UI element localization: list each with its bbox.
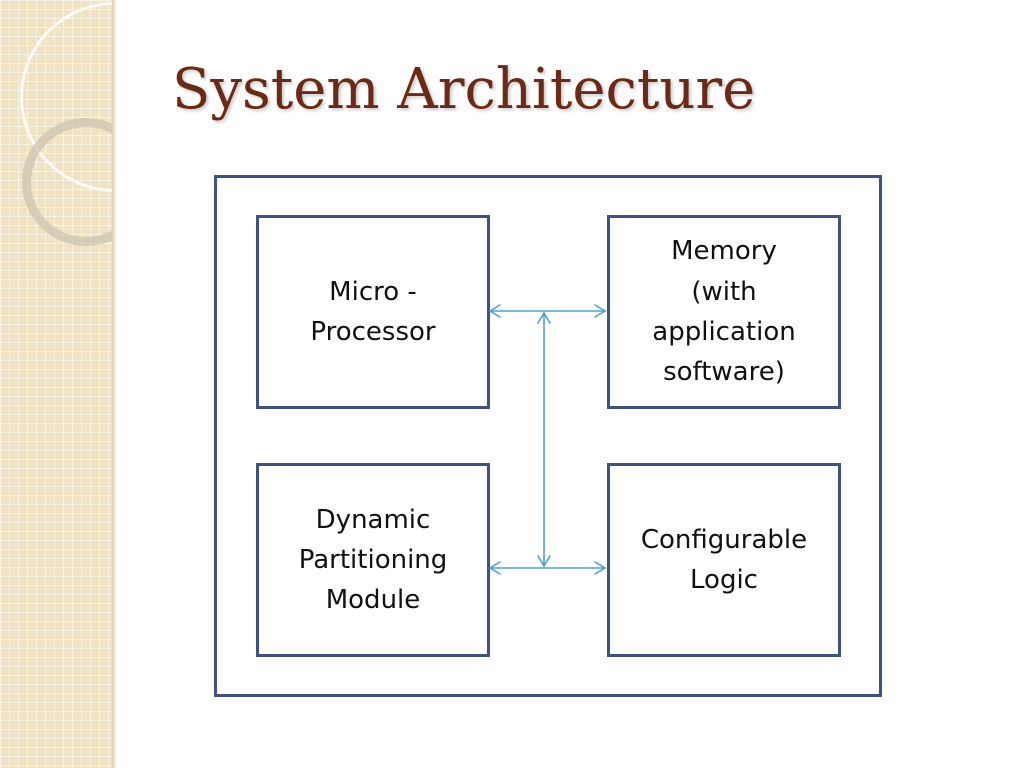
side-panel-edge bbox=[112, 0, 116, 768]
block-configurable-logic: Configurable Logic bbox=[607, 463, 841, 657]
decorative-side-panel bbox=[0, 0, 112, 768]
block-label: Dynamic Partitioning Module bbox=[298, 504, 448, 616]
decorative-ring bbox=[22, 118, 112, 246]
block-label: Configurable Logic bbox=[640, 524, 808, 595]
block-label: Memory (with application software) bbox=[652, 236, 796, 388]
block-memory: Memory (with application software) bbox=[607, 215, 841, 409]
block-dynamic-partitioning-module: Dynamic Partitioning Module bbox=[256, 463, 490, 657]
block-micro-processor: Micro - Processor bbox=[256, 215, 490, 409]
slide-title: System Architecture bbox=[172, 57, 756, 122]
architecture-diagram-frame bbox=[214, 175, 882, 697]
block-label: Micro - Processor bbox=[310, 276, 436, 347]
